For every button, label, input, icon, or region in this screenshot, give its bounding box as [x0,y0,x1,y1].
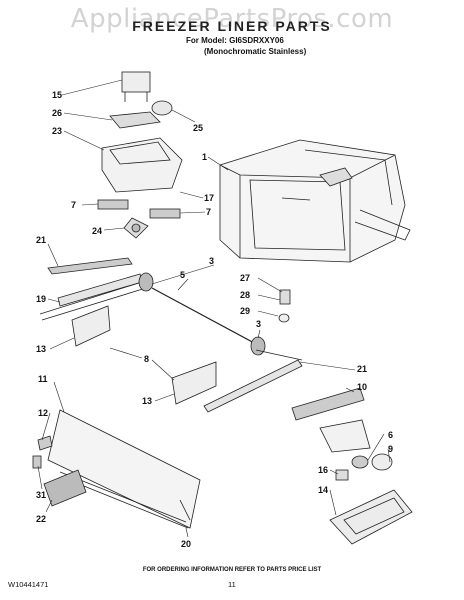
part-label: 25 [193,123,203,133]
freezer-liner-drawing [219,139,411,263]
part-label: 21 [357,364,367,374]
part-label: 13 [142,396,152,406]
part-label: 21 [36,235,46,245]
part-label: 6 [388,430,393,440]
part-label: 24 [92,226,102,236]
part-label: 12 [38,408,48,418]
part-label: 1 [202,152,207,162]
model-number: For Model: GI6SDRXXY06 [186,36,284,45]
part-label: 15 [52,90,62,100]
part-label: 16 [318,465,328,475]
part-label: 13 [36,344,46,354]
fan-assembly-drawing [97,71,183,239]
right-slide-rail-drawing [171,349,303,413]
part-label: 7 [206,207,211,217]
part-label: 27 [240,273,250,283]
part-label: 5 [180,270,185,280]
part-labels: 15 26 23 25 1 17 7 7 24 21 3 5 19 27 28 … [36,90,393,549]
ordering-notice: FOR ORDERING INFORMATION REFER TO PARTS … [142,567,322,573]
leader-lines [37,79,391,538]
part-label: 9 [388,444,393,454]
part-label: 3 [209,256,214,266]
part-label: 23 [52,126,62,136]
part-label: 14 [318,485,328,495]
part-label: 19 [36,294,46,304]
cross-rod-drawing [151,287,257,345]
part-label: 8 [144,354,149,364]
part-label: 28 [240,290,250,300]
part-label: 20 [181,539,191,549]
lower-panel-drawing [32,409,201,529]
part-label: 10 [357,382,367,392]
left-slide-rail-drawing [39,257,154,347]
part-label: 17 [204,193,214,203]
right-fittings-drawing [278,289,291,323]
watermark: AppliancePartsPros.com [70,4,394,34]
page-number: 11 [228,580,236,589]
part-label: 22 [36,514,46,524]
pinion-gear-drawing [250,336,266,356]
model-variant: (Monochromatic Stainless) [204,47,307,56]
part-label: 29 [240,306,250,316]
part-label: 26 [52,108,62,118]
document-code: W10441471 [8,580,49,589]
part-label: 11 [38,374,48,384]
part-label: 3 [256,319,261,329]
part-label: 7 [71,200,76,210]
part-label: 31 [36,490,46,500]
lamp-socket-drawing [351,453,393,471]
light-housing-drawing [329,469,413,545]
control-module-drawing [291,387,371,453]
page-title: FREEZER LINER PARTS [132,18,332,34]
